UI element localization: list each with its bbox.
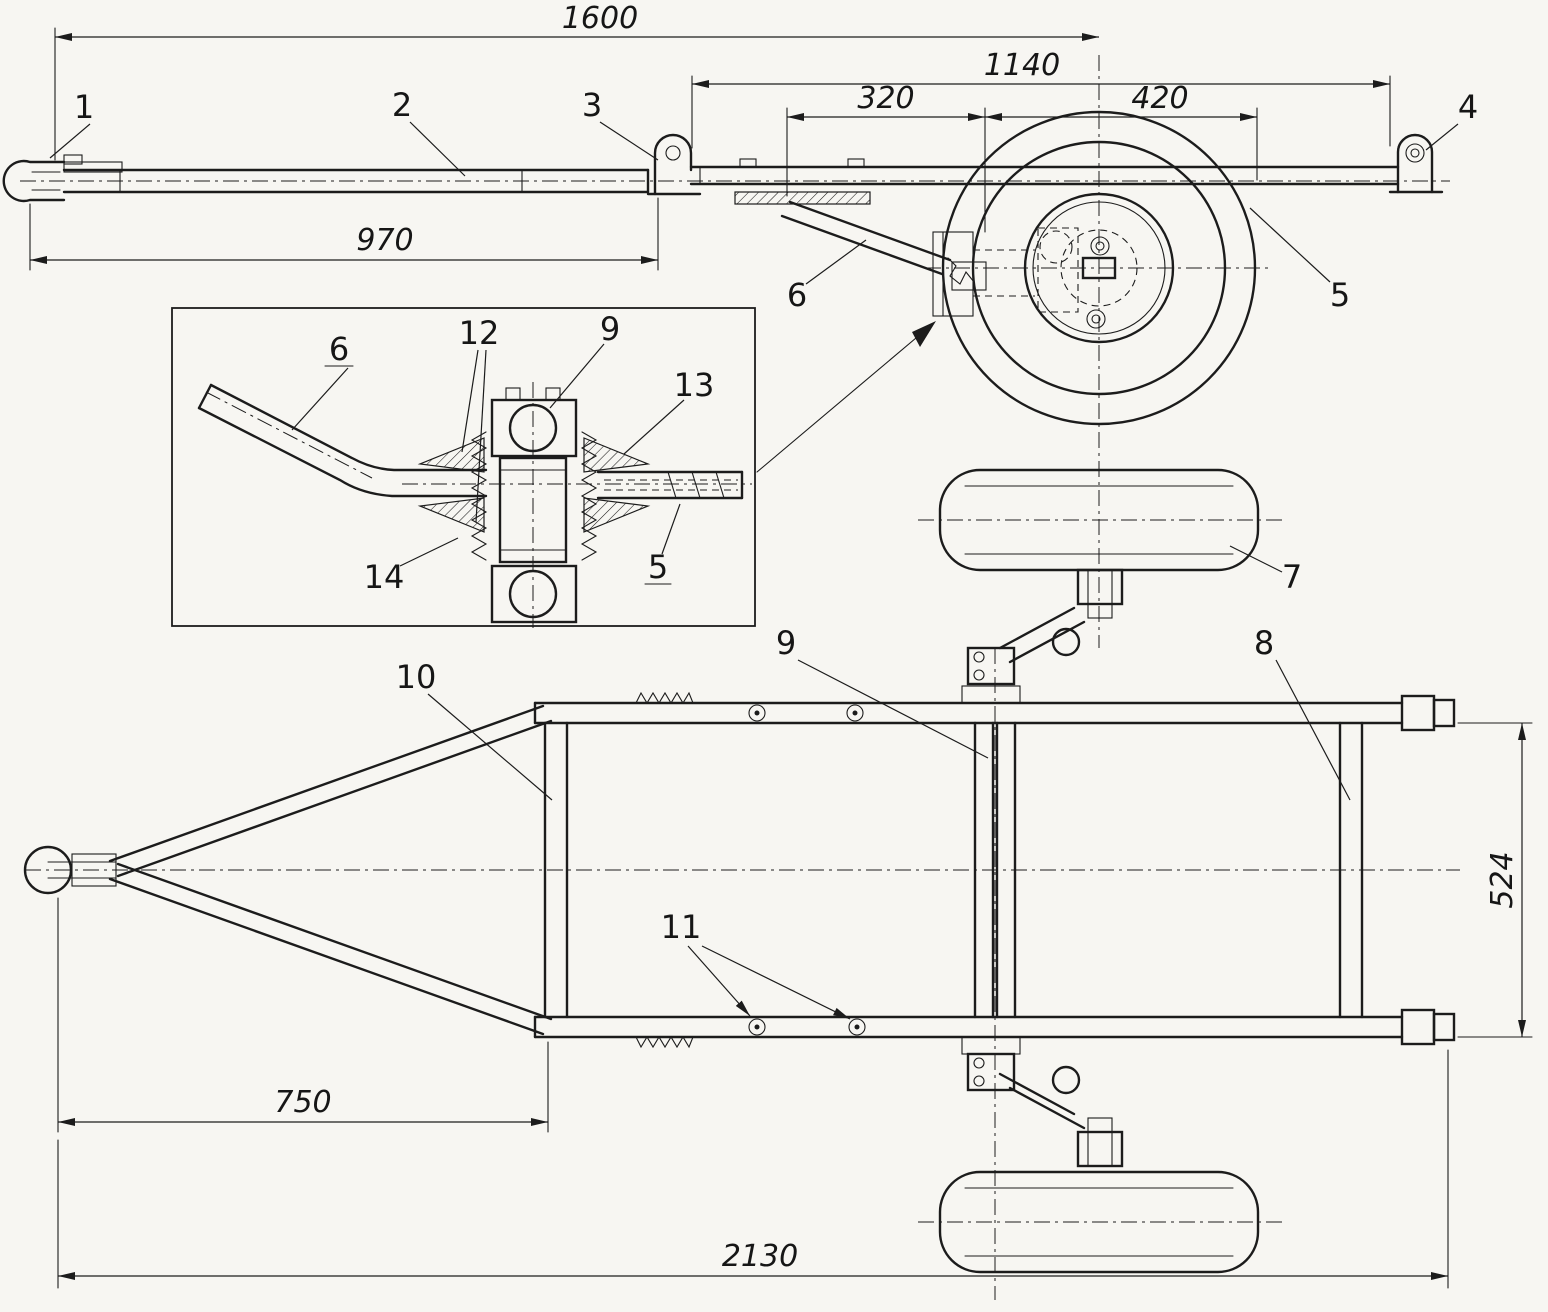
inset-gusset-14b — [417, 497, 485, 533]
plan-view: 10 9 8 11 750 524 2130 — [23, 624, 1533, 1300]
inset-gusset-14a — [417, 437, 485, 473]
bottom-rail-bolt-b — [848, 1018, 866, 1036]
top-rail-bolt-a — [748, 704, 766, 722]
dim-524-label: 524 — [1485, 851, 1520, 908]
upper-torsion-element — [1051, 627, 1081, 657]
dim-1140-label: 1140 — [984, 48, 1060, 83]
dim-524: 524 — [1457, 722, 1533, 1038]
callout-13: 13 — [674, 366, 715, 404]
bottom-rail-end-block — [1400, 1008, 1436, 1046]
top-rail-spring-symbol — [635, 691, 694, 705]
swing-arm-side — [780, 200, 987, 291]
inset-roller-top — [508, 403, 558, 453]
dim-970-label: 970 — [356, 223, 413, 258]
callout-7: 7 — [1282, 558, 1302, 596]
callout-6-inset: 6 — [329, 330, 349, 368]
detail-pointer-arrow — [756, 321, 936, 473]
dim-320: 320 — [786, 81, 986, 233]
hub-hidden-circle — [1060, 229, 1138, 307]
plan-top-rail — [533, 691, 1456, 732]
front-bracket — [646, 133, 702, 196]
rail-bolt-b — [847, 158, 865, 168]
upper-wheel-plan: 7 — [918, 468, 1302, 704]
plan-drawbar — [108, 704, 553, 1036]
callout-5-side: 5 — [1330, 276, 1350, 314]
lug-nut-top — [1090, 236, 1110, 256]
inset-roller-bottom — [508, 569, 558, 619]
upper-arm-bracket — [966, 646, 1016, 686]
callout-14: 14 — [364, 558, 405, 596]
lug-nut-bottom — [1086, 309, 1106, 329]
callout-10: 10 — [396, 658, 437, 696]
bottom-rail-bolt-a — [748, 1018, 766, 1036]
side-callouts: 1 2 3 4 6 5 — [49, 86, 1478, 314]
upper-hub-and-arm — [961, 568, 1124, 704]
inset-frame — [171, 307, 756, 627]
inset-suspension-unit — [417, 387, 651, 624]
inset-center-block — [498, 456, 568, 564]
lower-wheel-plan — [938, 1036, 1260, 1274]
inset-axle-stub — [596, 470, 744, 500]
dim-2130: 2130 — [57, 1049, 1449, 1289]
callout-6-side: 6 — [787, 276, 807, 314]
callout-12: 12 — [459, 314, 500, 352]
front-wheel-view — [932, 110, 1257, 426]
rear-rail — [689, 158, 1400, 205]
dim-320-label: 320 — [857, 81, 914, 116]
dim-1140: 1140 — [691, 48, 1391, 149]
front-tube — [62, 168, 650, 194]
inset-callouts: 6 12 9 13 14 5 — [291, 310, 715, 596]
rear-bracket — [1388, 133, 1444, 194]
bottom-rail-spring-symbol — [635, 1035, 694, 1049]
callout-8: 8 — [1254, 624, 1274, 662]
inset-swing-arm-tube — [197, 383, 488, 498]
callout-9-plan: 9 — [776, 624, 796, 662]
rail-bolt-a — [739, 158, 757, 168]
top-rail-bolt-b — [846, 704, 864, 722]
dim-2130-label: 2130 — [722, 1239, 798, 1274]
callout-1: 1 — [74, 88, 94, 126]
dim-970: 970 — [29, 197, 659, 271]
dim-1600-label: 1600 — [562, 1, 638, 36]
dim-750-label: 750 — [274, 1085, 331, 1120]
detail-inset: 6 12 9 13 14 5 — [171, 307, 936, 628]
lower-torsion-element — [1051, 1065, 1081, 1095]
top-rail-end-block — [1400, 694, 1436, 732]
inset-gusset-13a — [583, 437, 651, 473]
plan-callouts: 10 9 8 11 — [396, 624, 1351, 1020]
dim-420-label: 420 — [1131, 81, 1188, 116]
coupler-hook — [2, 154, 123, 203]
plan-cross-members — [543, 721, 1364, 1019]
lower-arm-bracket — [966, 1052, 1016, 1092]
hidden-bracket — [1037, 227, 1079, 313]
side-view: 1600 1140 320 420 970 — [2, 1, 1478, 648]
dim-750: 750 — [57, 897, 549, 1133]
callout-5-inset: 5 — [648, 548, 668, 586]
inset-gusset-13b — [583, 497, 651, 533]
callout-4: 4 — [1458, 88, 1478, 126]
rim-inner — [1032, 201, 1166, 335]
rim-outer — [1023, 192, 1175, 344]
wheel-side-bracket — [932, 231, 1035, 317]
hub-center — [1081, 256, 1117, 280]
plan-hitch — [23, 845, 117, 895]
dim-1600: 1600 — [54, 1, 1099, 161]
callout-3: 3 — [582, 86, 602, 124]
callout-2: 2 — [392, 86, 412, 124]
dim-420: 420 — [985, 81, 1258, 181]
callout-11: 11 — [661, 908, 702, 946]
callout-9-inset: 9 — [600, 310, 620, 348]
spring-seat-plate — [734, 191, 871, 205]
